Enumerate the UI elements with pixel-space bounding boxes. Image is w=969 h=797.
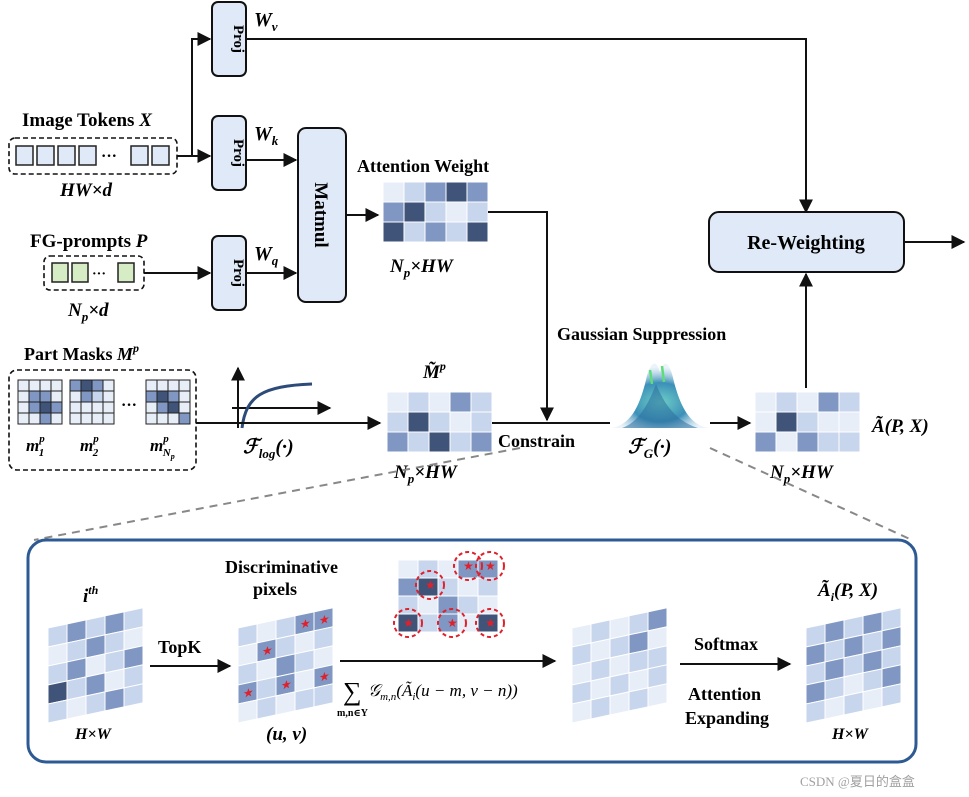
attention-np-hw: Np×HW bbox=[389, 256, 454, 280]
fg-prompts-dots: ··· bbox=[92, 267, 106, 282]
sum-symbol: ∑ bbox=[343, 677, 362, 706]
image-tokens-label: Image Tokens X bbox=[22, 110, 153, 131]
part-masks-frame bbox=[8, 369, 197, 471]
zoom-line-left bbox=[33, 447, 521, 541]
mtilde-label: M̃p bbox=[422, 359, 446, 383]
svg-text:★: ★ bbox=[300, 616, 311, 632]
final-grid bbox=[805, 607, 902, 724]
part-mask-1 bbox=[17, 379, 63, 425]
proj-box-v: Proj bbox=[211, 1, 247, 77]
wq-label: Wq bbox=[254, 243, 279, 268]
svg-text:★: ★ bbox=[262, 643, 273, 659]
svg-text:★: ★ bbox=[447, 616, 458, 630]
uv-label: (u, v) bbox=[266, 724, 307, 745]
attention-weight-matrix bbox=[382, 181, 489, 243]
part-masks-label: Part Masks Mp bbox=[24, 341, 139, 364]
gaussian-icon bbox=[612, 363, 708, 428]
constrain-label: Constrain bbox=[498, 431, 575, 451]
wv-label: Wv bbox=[254, 9, 278, 34]
attention-expanding-line1: Attention bbox=[688, 684, 761, 704]
np-d-label: Np×d bbox=[67, 300, 109, 324]
gaussian-suppression-label: Gaussian Suppression bbox=[557, 324, 726, 344]
image-tokens-dots: ··· bbox=[101, 148, 117, 165]
fg-prompts-label: FG-prompts P bbox=[30, 231, 148, 252]
wv-path bbox=[246, 38, 813, 214]
fg-prompts-row bbox=[51, 262, 135, 283]
part-masks-dots: ··· bbox=[121, 397, 137, 414]
suppressed-grid bbox=[571, 607, 668, 724]
proj-box-q: Proj bbox=[211, 235, 247, 311]
atilde-i-label: Ãi(P, X) bbox=[817, 580, 878, 604]
watermark: CSDN @夏日的盒盒 bbox=[800, 774, 915, 789]
atilde-np-hw: Np×HW bbox=[769, 462, 834, 486]
svg-text:★: ★ bbox=[485, 616, 496, 630]
ith-grid bbox=[47, 607, 144, 724]
flog-label: ℱlog(·) bbox=[243, 436, 294, 461]
svg-text:★: ★ bbox=[319, 612, 330, 628]
proj-q-label: Proj bbox=[230, 259, 246, 287]
hxw-left: H×W bbox=[74, 726, 113, 743]
matmul-box: Matmul bbox=[297, 127, 347, 303]
fg-label: ℱG(·) bbox=[628, 436, 671, 461]
softmax-label: Softmax bbox=[694, 634, 758, 654]
part-mask-n bbox=[145, 379, 191, 425]
ith-label: ith bbox=[83, 583, 99, 607]
suppression-grid: ★ ★ ★ ★ ★ ★ bbox=[393, 551, 505, 638]
flog-graph bbox=[231, 366, 332, 429]
svg-text:★: ★ bbox=[243, 685, 254, 701]
attention-to-constrain bbox=[488, 211, 554, 422]
topk-label: TopK bbox=[158, 637, 201, 657]
atilde-matrix bbox=[754, 391, 861, 453]
token-connectors bbox=[144, 32, 212, 280]
matmul-label: Matmul bbox=[310, 182, 331, 247]
mtilde-np-hw: Np×HW bbox=[393, 462, 458, 486]
part-mask-2 bbox=[69, 379, 115, 425]
discriminative-line2: pixels bbox=[253, 579, 297, 599]
wk-label: Wk bbox=[254, 123, 279, 148]
reweighting-box: Re-Weighting bbox=[708, 211, 905, 273]
discriminative-grid: ★ ★ ★ ★ ★ ★ bbox=[237, 607, 334, 724]
hw-d-label: HW×d bbox=[59, 180, 112, 201]
reweighting-label: Re-Weighting bbox=[747, 232, 865, 254]
proj-k-label: Proj bbox=[230, 139, 246, 167]
attention-expanding-line2: Expanding bbox=[685, 708, 769, 728]
proj-box-k: Proj bbox=[211, 115, 247, 191]
svg-text:★: ★ bbox=[281, 677, 292, 693]
sum-expression: 𝒢m,n(Ãi(u − m, v − n)) bbox=[368, 681, 518, 703]
svg-text:★: ★ bbox=[403, 616, 414, 630]
mtilde-matrix bbox=[386, 391, 493, 453]
sum-subscript: m,n∈Υ bbox=[337, 708, 369, 719]
image-tokens-row bbox=[15, 145, 170, 166]
svg-text:★: ★ bbox=[319, 669, 330, 685]
atilde-label: Ã(P, X) bbox=[871, 416, 929, 437]
proj-to-matmul bbox=[246, 153, 380, 280]
svg-text:★: ★ bbox=[485, 559, 496, 573]
zoom-line-right bbox=[709, 447, 913, 541]
svg-text:★: ★ bbox=[425, 578, 436, 592]
hxw-right: H×W bbox=[831, 726, 870, 743]
svg-text:★: ★ bbox=[463, 559, 474, 573]
discriminative-line1: Discriminative bbox=[225, 557, 338, 577]
attention-weight-label: Attention Weight bbox=[357, 156, 489, 176]
proj-v-label: Proj bbox=[230, 25, 246, 53]
